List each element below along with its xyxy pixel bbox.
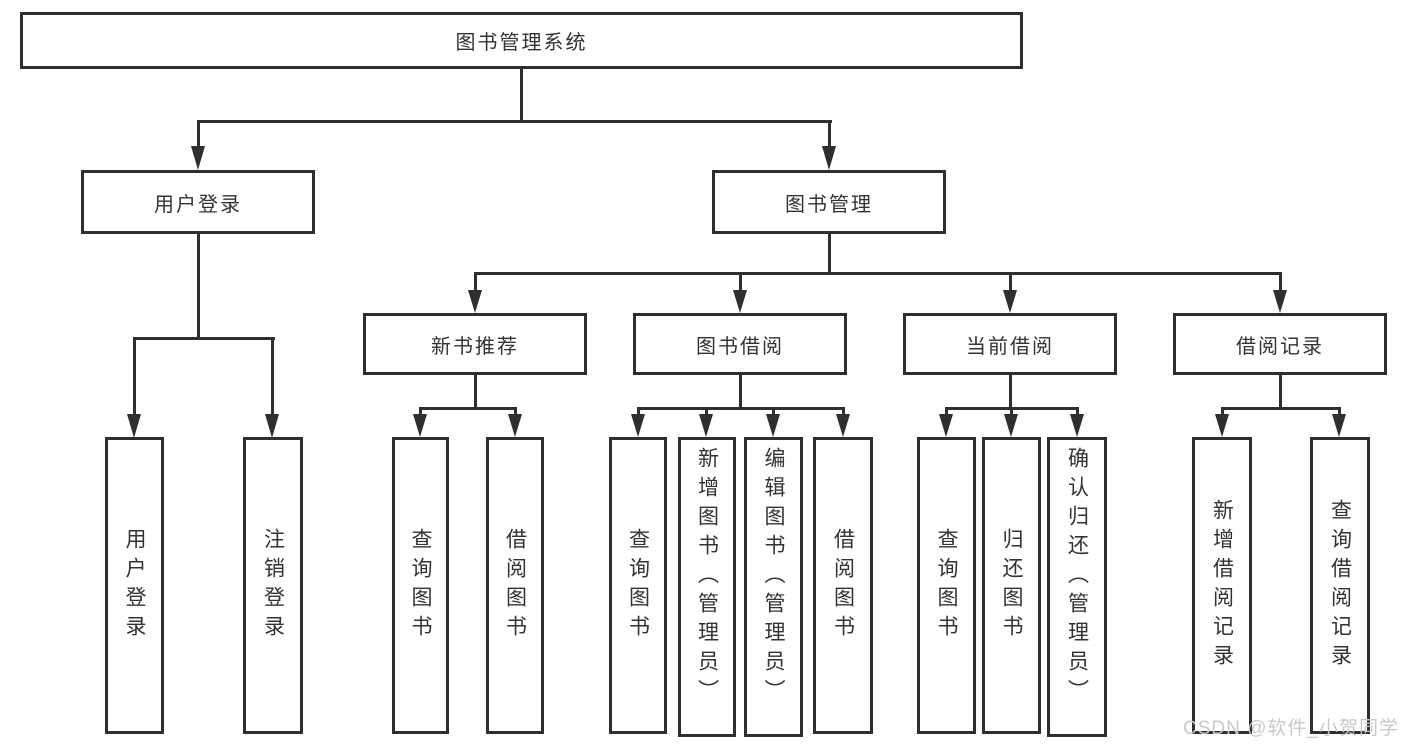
leaf-query-books-current: 查询图书 [917,437,976,734]
leaf-add-books-admin: 新增图书（管理员） [678,437,736,737]
leaf-add-books-admin-label: 新增图书（管理员） [695,447,719,708]
connector-book-management-vertical [828,231,831,275]
connector-shaft-user-login [197,120,200,148]
node-root: 图书管理系统 [20,12,1023,69]
node-borrowing-records: 借阅记录 [1173,313,1387,375]
node-new-book-recommendation-label: 新书推荐 [431,335,519,358]
leaf-edit-books-admin: 编辑图书（管理员） [744,437,803,737]
node-borrowing-records-label: 借阅记录 [1236,335,1324,358]
watermark: CSDN @软件_小贺同学 [1183,718,1399,739]
connector-shaft-new-book [474,272,477,292]
connector-shaft [1338,407,1341,417]
connector-book-borrowing-horizontal [637,407,845,410]
leaf-edit-books-admin-label: 编辑图书（管理员） [762,447,785,708]
leaf-borrow-books-recommend: 借阅图书 [486,437,544,734]
connector-root-vertical [520,66,523,123]
leaf-logout-login-label: 注销登录 [261,527,285,644]
node-book-borrowing: 图书借阅 [633,313,847,375]
node-root-label: 图书管理系统 [455,32,588,54]
leaf-add-borrow-record-label: 新增借阅记录 [1210,498,1234,673]
arrow-down-icon [822,146,836,170]
connector-borrowing-records-horizontal [1221,407,1341,410]
connector-shaft-current-borrowing [1009,272,1012,292]
arrow-down-icon [836,414,850,437]
connector-shaft-borrowing-records [1279,272,1282,292]
arrow-down-icon [1332,414,1346,437]
leaf-query-books-current-label: 查询图书 [935,527,958,644]
connector-new-book-vertical [474,375,477,410]
arrow-down-icon [508,414,522,437]
connector-borrowing-records-vertical [1279,375,1282,410]
node-book-management-label: 图书管理 [785,193,873,216]
leaf-return-books-label: 归还图书 [1000,527,1023,644]
leaf-user-login-label: 用户登录 [123,527,146,644]
leaf-return-books: 归还图书 [982,437,1041,734]
arrow-down-icon [413,414,427,437]
leaf-borrow-books-borrowing: 借阅图书 [813,437,873,734]
connector-shaft [1010,407,1013,417]
arrow-down-icon [1070,414,1084,437]
connector-root-horizontal [197,120,832,123]
connector-new-book-horizontal [419,407,517,410]
connector-user-login-horizontal [133,337,275,340]
arrow-down-icon [699,414,713,437]
connector-shaft-book-borrowing [739,272,742,292]
arrow-down-icon [1273,290,1287,313]
arrow-down-icon [733,290,747,313]
node-book-borrowing-label: 图书借阅 [696,335,784,358]
arrow-down-icon [1004,414,1018,437]
arrow-down-icon [1003,290,1017,313]
connector-shaft [514,407,517,417]
leaf-confirm-return-admin: 确认归还（管理员） [1047,437,1107,737]
leaf-query-borrow-record-label: 查询借阅记录 [1328,498,1352,673]
connector-shaft-leaf-logout [271,337,274,417]
node-user-login-label: 用户登录 [154,193,242,216]
connector-shaft [1221,407,1224,417]
leaf-query-books-borrowing-label: 查询图书 [626,527,650,644]
node-current-borrowing-label: 当前借阅 [966,335,1054,358]
arrow-down-icon [766,414,780,437]
leaf-borrow-books-borrowing-label: 借阅图书 [831,527,855,644]
leaf-query-books-borrowing: 查询图书 [609,437,667,734]
leaf-logout-login: 注销登录 [243,437,303,734]
leaf-add-borrow-record: 新增借阅记录 [1192,437,1252,734]
leaf-user-login: 用户登录 [105,437,164,734]
leaf-query-books-recommend-label: 查询图书 [409,527,432,644]
connector-book-borrowing-vertical [739,375,742,410]
arrow-down-icon [631,414,645,437]
arrow-down-icon [127,414,141,438]
connector-shaft [637,407,640,417]
arrow-down-icon [939,414,953,437]
connector-shaft [419,407,422,417]
connector-current-borrowing-vertical [1009,375,1012,410]
connector-shaft [772,407,775,417]
connector-shaft [842,407,845,417]
connector-shaft [705,407,708,417]
arrow-down-icon [265,414,279,438]
node-new-book-recommendation: 新书推荐 [363,313,587,375]
leaf-query-books-recommend: 查询图书 [392,437,449,734]
leaf-query-borrow-record: 查询借阅记录 [1310,437,1370,734]
connector-user-login-vertical [197,231,200,340]
leaf-confirm-return-admin-label: 确认归还（管理员） [1065,447,1089,708]
node-book-management: 图书管理 [712,170,946,234]
connector-book-management-horizontal [474,272,1282,275]
node-user-login: 用户登录 [81,170,315,234]
node-current-borrowing: 当前借阅 [903,313,1117,375]
connector-shaft-book-management [828,120,831,148]
connector-shaft-leaf-user-login [133,337,136,417]
arrow-down-icon [468,290,482,313]
arrow-down-icon [191,146,205,170]
connector-shaft [945,407,948,417]
leaf-borrow-books-recommend-label: 借阅图书 [503,527,527,644]
arrow-down-icon [1215,414,1229,437]
connector-shaft [1076,407,1079,417]
